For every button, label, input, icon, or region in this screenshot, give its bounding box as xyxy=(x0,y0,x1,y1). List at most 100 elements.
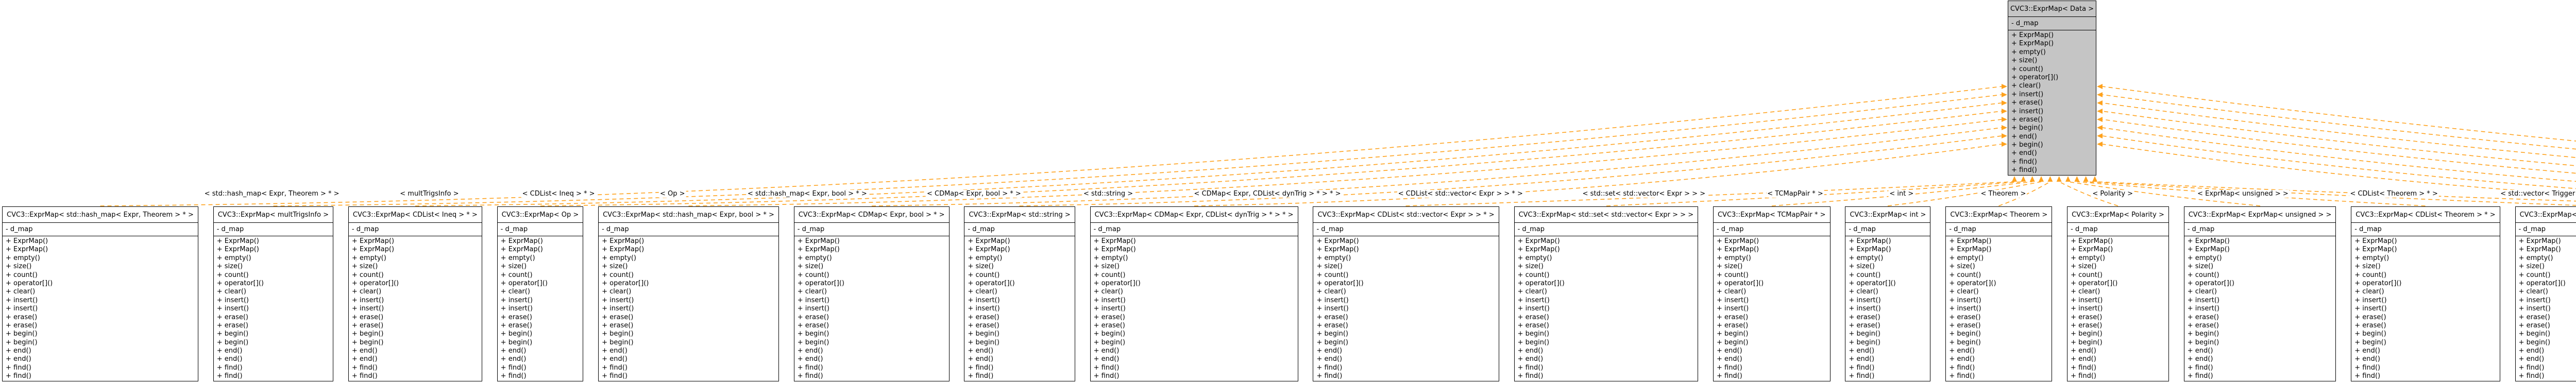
class-node-methods: + ExprMap()+ ExprMap()+ empty()+ size()+… xyxy=(3,236,198,381)
method-item: + clear() xyxy=(1093,288,1123,296)
class-node-methods: + ExprMap()+ ExprMap()+ empty()+ size()+… xyxy=(2008,30,2096,175)
method-item: + end() xyxy=(216,355,243,363)
method-item: + end() xyxy=(1093,355,1120,363)
method-item: + insert() xyxy=(2354,305,2387,313)
class-node-13[interactable]: CVC3::ExprMap< Polarity > - d_map + Expr… xyxy=(2067,206,2169,381)
method-item: + insert() xyxy=(2518,305,2551,313)
method-item: + end() xyxy=(2071,347,2096,355)
method-item: + clear() xyxy=(2011,82,2041,90)
class-node-9[interactable]: CVC3::ExprMap< std::set< std::vector< Ex… xyxy=(1514,206,1699,381)
method-item: + find() xyxy=(1716,372,1742,380)
method-item: + begin() xyxy=(500,338,533,346)
class-node-attribute: - d_map xyxy=(2184,223,2336,236)
class-node-6[interactable]: CVC3::ExprMap< std::string > - d_map + E… xyxy=(964,206,1075,381)
method-item: + find() xyxy=(797,372,823,380)
method-item: + size() xyxy=(2518,263,2545,271)
arrowhead-icon xyxy=(2092,176,2097,182)
method-item: + find() xyxy=(2071,363,2096,372)
arrowhead-icon xyxy=(2097,109,2103,114)
method-item: + ExprMap() xyxy=(6,246,48,254)
arrowhead-icon xyxy=(2097,84,2103,89)
class-node-title: CVC3::ExprMap< std::string > xyxy=(964,207,1075,223)
class-node-0[interactable]: CVC3::ExprMap< std::hash_map< Expr, Theo… xyxy=(2,206,198,381)
method-item: + ExprMap() xyxy=(2071,246,2113,254)
method-item: + empty() xyxy=(1716,254,1751,262)
method-item: + end() xyxy=(602,355,628,363)
method-item: + find() xyxy=(1716,363,1742,372)
class-node-1[interactable]: CVC3::ExprMap< multTrigsInfo > - d_map +… xyxy=(213,206,334,381)
method-item: + ExprMap() xyxy=(351,237,395,245)
method-item: + insert() xyxy=(351,296,384,304)
class-node-10[interactable]: CVC3::ExprMap< TCMapPair * > - d_map + E… xyxy=(1713,206,1831,381)
edge-label: < std::vector< Trigger > > xyxy=(2499,190,2576,198)
method-item: + find() xyxy=(6,372,31,380)
class-node-methods: + ExprMap()+ ExprMap()+ empty()+ size()+… xyxy=(498,236,583,381)
method-item: + begin() xyxy=(2011,141,2043,149)
method-item: + count() xyxy=(2011,65,2043,73)
class-node-11[interactable]: CVC3::ExprMap< int > - d_map + ExprMap()… xyxy=(1845,206,1931,381)
method-item: + count() xyxy=(797,271,829,279)
method-item: + end() xyxy=(2518,355,2545,363)
method-item: + size() xyxy=(602,263,628,271)
method-item: + ExprMap() xyxy=(1849,237,1891,245)
class-node-4[interactable]: CVC3::ExprMap< std::hash_map< Expr, bool… xyxy=(598,206,779,381)
class-node-14[interactable]: CVC3::ExprMap< ExprMap< unsigned > > - d… xyxy=(2183,206,2336,381)
method-item: + insert() xyxy=(2518,296,2551,304)
arrowhead-icon xyxy=(2002,117,2007,122)
class-node-attribute: - d_map xyxy=(2515,223,2576,236)
method-item: + begin() xyxy=(602,330,634,338)
method-item: + begin() xyxy=(2187,338,2219,346)
method-item: + count() xyxy=(1517,271,1550,279)
class-node-5[interactable]: CVC3::ExprMap< CDMap< Expr, bool > * > -… xyxy=(793,206,950,381)
method-item: + insert() xyxy=(797,296,829,304)
instantiation-edge xyxy=(2102,86,2576,142)
arrowhead-icon xyxy=(2097,117,2103,122)
class-node-attribute: - d_map xyxy=(2351,223,2500,236)
method-item: + count() xyxy=(1716,271,1749,279)
method-item: + ExprMap() xyxy=(2354,246,2397,254)
method-item: + empty() xyxy=(602,254,636,262)
method-item: + end() xyxy=(1716,347,1742,355)
method-item: + empty() xyxy=(2354,254,2389,262)
class-node-central[interactable]: CVC3::ExprMap< Data > - d_map + ExprMap(… xyxy=(2008,1,2096,176)
edge-label: < std::hash_map< Expr, bool > * > xyxy=(746,190,868,198)
method-item: + size() xyxy=(216,263,243,271)
method-item: + erase() xyxy=(351,313,384,321)
method-item: + end() xyxy=(797,347,823,355)
class-node-12[interactable]: CVC3::ExprMap< Theorem > - d_map + ExprM… xyxy=(1945,206,2053,381)
method-item: + begin() xyxy=(1849,330,1880,338)
method-item: + find() xyxy=(216,363,243,372)
method-item: + end() xyxy=(1716,355,1742,363)
method-item: + ExprMap() xyxy=(6,237,48,245)
class-node-3[interactable]: CVC3::ExprMap< Op > - d_map + ExprMap()+… xyxy=(497,206,584,381)
method-item: + begin() xyxy=(797,330,829,338)
class-node-7[interactable]: CVC3::ExprMap< CDMap< Expr, CDList< dynT… xyxy=(1090,206,1298,381)
method-item: + begin() xyxy=(351,338,384,346)
class-node-methods: + ExprMap()+ ExprMap()+ empty()+ size()+… xyxy=(349,236,482,381)
method-item: + operator[]() xyxy=(1093,279,1141,287)
method-item: + ExprMap() xyxy=(602,237,645,245)
method-item: + erase() xyxy=(1093,313,1125,321)
class-node-title: CVC3::ExprMap< std::hash_map< Expr, Theo… xyxy=(3,207,198,223)
arrowhead-icon xyxy=(2097,125,2103,130)
method-item: + size() xyxy=(2071,263,2097,271)
method-item: + erase() xyxy=(602,313,634,321)
method-item: + size() xyxy=(351,263,378,271)
method-item: + count() xyxy=(6,271,38,279)
method-item: + ExprMap() xyxy=(2518,237,2561,245)
method-item: + begin() xyxy=(6,338,38,346)
method-item: + ExprMap() xyxy=(1716,237,1759,245)
method-item: + find() xyxy=(351,363,378,372)
class-node-methods: + ExprMap()+ ExprMap()+ empty()+ size()+… xyxy=(1515,236,1698,381)
class-node-16[interactable]: CVC3::ExprMap< std::vector< Trigger > > … xyxy=(2515,206,2576,381)
class-node-8[interactable]: CVC3::ExprMap< CDList< std::vector< Expr… xyxy=(1313,206,1499,381)
method-item: + clear() xyxy=(1517,288,1547,296)
method-item: + find() xyxy=(1849,372,1875,380)
class-node-15[interactable]: CVC3::ExprMap< CDList< Theorem > * > - d… xyxy=(2351,206,2500,381)
method-item: + insert() xyxy=(1316,305,1349,313)
class-node-2[interactable]: CVC3::ExprMap< CDList< Ineq > * > - d_ma… xyxy=(348,206,482,381)
class-node-attribute: - d_map xyxy=(1090,223,1298,236)
method-item: + clear() xyxy=(1949,288,1979,296)
method-item: + empty() xyxy=(500,254,535,262)
method-item: + end() xyxy=(2011,149,2037,158)
